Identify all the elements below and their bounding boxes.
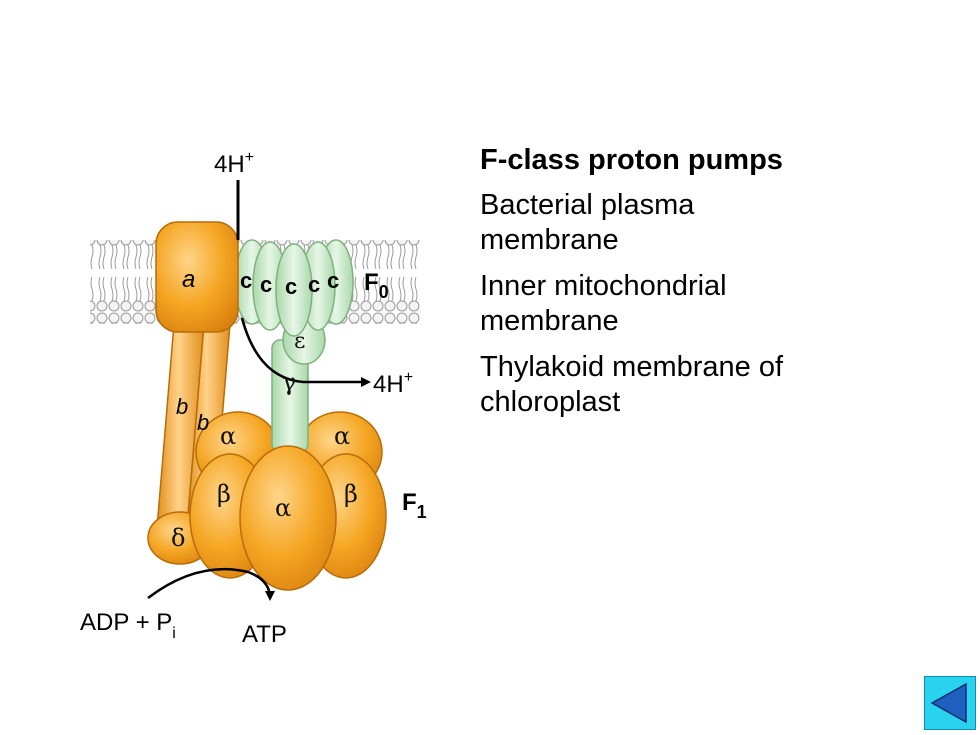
caption: F-class proton pumps Bacterial plasma me… [480, 142, 950, 431]
location-item: Bacterial plasma membrane [480, 189, 695, 256]
f1-label: F1 [402, 489, 427, 522]
f0-label: F0 [364, 269, 389, 302]
c-label: c [240, 268, 252, 293]
proton-in-label: 4H+ [214, 149, 254, 178]
epsilon-label: ε [294, 329, 305, 354]
location-item: Inner mitochondrial membrane [480, 270, 727, 337]
gamma-label: γ [282, 368, 296, 396]
delta-label: δ [171, 524, 185, 552]
caption-title: F-class proton pumps [480, 144, 783, 176]
alpha-subunit-front [239, 445, 337, 591]
alpha-label: α [275, 494, 291, 522]
beta-label: β [344, 480, 358, 508]
beta-label: β [217, 480, 231, 508]
c-label: c [327, 268, 339, 293]
subunit-b1-label: b [176, 394, 188, 419]
left-triangle-icon [930, 682, 967, 724]
subunit-a-label: a [182, 266, 195, 293]
atp-synthesis-arrow [147, 567, 275, 601]
c-subunit-labels: c c c c c [240, 268, 339, 299]
c-label: c [285, 274, 297, 299]
proton-out-label: 4H+ [373, 369, 413, 398]
f-class-pump-diagram: 4H+ 4H+ a b b c c c c c F0 F1 ε γ δ α α … [80, 149, 427, 648]
reactant-label: ADP + Pi [80, 609, 176, 642]
c-label: c [260, 272, 272, 297]
back-button[interactable] [924, 676, 976, 730]
alpha-label: α [334, 422, 350, 450]
c-label: c [308, 272, 320, 297]
a-subunit [155, 221, 239, 333]
proton-exit-arrow [240, 317, 371, 387]
subunit-b2-label: b [197, 410, 209, 435]
location-item: Thylakoid membrane of chloroplast [480, 351, 784, 418]
c-ring [234, 239, 354, 337]
alpha-label: α [220, 422, 236, 450]
product-label: ATP [242, 621, 287, 648]
